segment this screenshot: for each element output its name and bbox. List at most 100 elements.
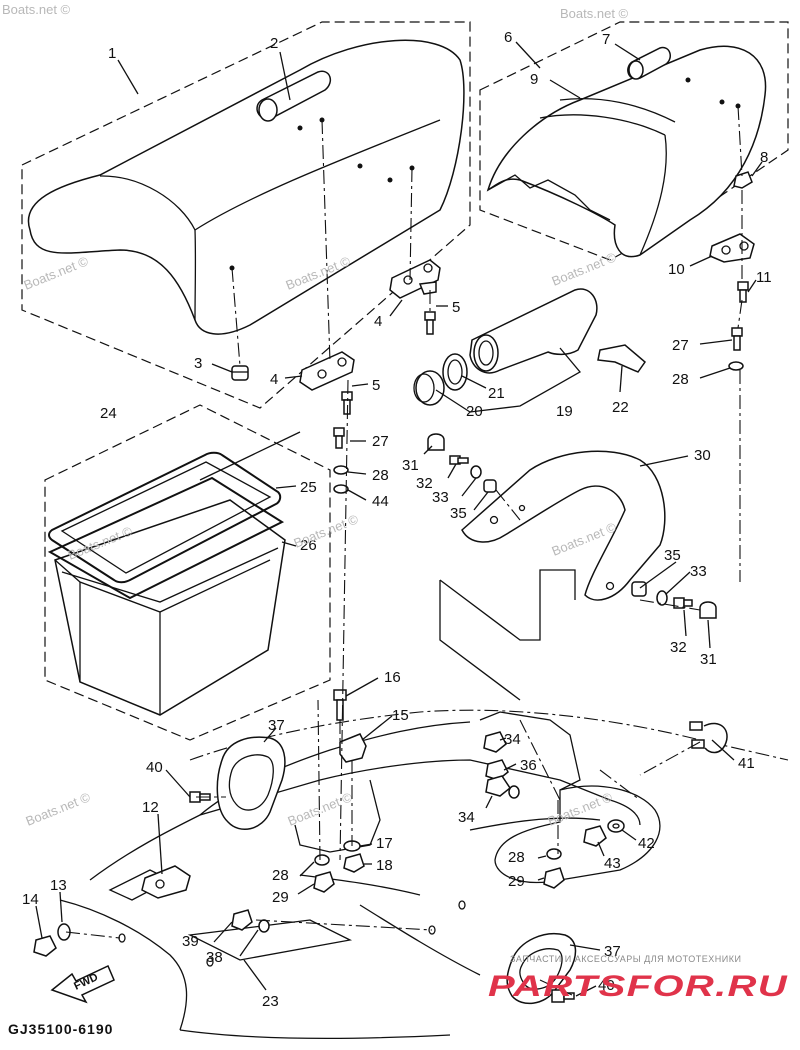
callout-23: 23	[262, 993, 279, 1010]
nut-43	[583, 825, 607, 847]
nut-8	[733, 171, 753, 189]
callout-28-left: 28	[372, 467, 389, 484]
handle-37-right	[506, 933, 577, 1005]
callout-15: 15	[392, 707, 409, 724]
callout-27-left: 27	[372, 433, 389, 450]
callout-28-right: 28	[672, 371, 689, 388]
callout-10: 10	[668, 261, 685, 278]
callout-39: 39	[182, 933, 199, 950]
collar-35-upper	[483, 479, 497, 493]
callout-40-right: 40	[598, 977, 615, 994]
watermark-3: Boats.net ©	[22, 253, 91, 293]
leader-lines	[35, 41, 763, 997]
callout-4-upper: 4	[374, 313, 382, 330]
stud-27-right	[731, 327, 743, 351]
watermark-5: Boats.net ©	[550, 249, 619, 289]
callout-33-upper: 33	[432, 489, 449, 506]
fwd-arrow: FWD	[50, 964, 115, 1004]
bracket-15	[339, 733, 367, 763]
callout-37-left: 37	[268, 717, 285, 734]
callout-28-lower-a: 28	[272, 867, 289, 884]
callout-31-lower: 31	[700, 651, 717, 668]
callout-34-upper: 34	[504, 731, 521, 748]
callout-34-lower: 34	[458, 809, 475, 826]
frame-26-rim	[47, 476, 285, 600]
washer-33-upper	[470, 465, 482, 479]
bolt-32-lower	[673, 597, 693, 609]
callout-36: 36	[520, 757, 537, 774]
callout-11: 11	[756, 269, 772, 286]
bracket-4-upper	[389, 259, 441, 299]
bolt-11	[737, 281, 749, 303]
fitting-34-lower	[485, 775, 520, 799]
callout-29-lower-b: 29	[508, 873, 525, 890]
callout-44: 44	[372, 493, 389, 510]
callout-13: 13	[50, 877, 67, 894]
washer-38	[258, 919, 270, 933]
callout-40-left: 40	[146, 759, 163, 776]
callout-5-lower: 5	[372, 377, 380, 394]
callout-35-upper: 35	[450, 505, 467, 522]
washer-33-lower	[656, 590, 668, 606]
drawing-code: GJ35100-6190	[8, 1021, 113, 1037]
callout-29-lower-a: 29	[272, 889, 289, 906]
seat-front	[27, 39, 465, 335]
washer-28-right	[728, 361, 744, 371]
u-bolt-41	[689, 721, 728, 754]
callout-12: 12	[142, 799, 159, 816]
callout-31-upper: 31	[402, 457, 419, 474]
stud-27-left	[333, 427, 345, 449]
bracket-4-lower	[299, 351, 355, 391]
callout-43: 43	[604, 855, 621, 872]
bolt-5-upper	[424, 311, 436, 335]
callout-16: 16	[384, 669, 401, 686]
group-box-storage-24	[44, 404, 331, 741]
assembly-centerlines	[65, 105, 743, 996]
brand-name: PARTSFOR.RU	[488, 970, 788, 1003]
bolt-16	[333, 689, 347, 721]
callout-21: 21	[488, 385, 505, 402]
callout-22: 22	[612, 399, 629, 416]
nut-39	[231, 909, 253, 931]
callout-42: 42	[638, 835, 655, 852]
callout-26: 26	[300, 537, 317, 554]
callout-27-right: 27	[672, 337, 689, 354]
watermark-10: Boats.net ©	[286, 789, 355, 829]
callout-33-lower: 33	[690, 563, 707, 580]
callout-20: 20	[466, 403, 483, 420]
watermark-11: Boats.net ©	[546, 789, 615, 829]
callout-1: 1	[108, 45, 116, 62]
washer-28-lower-b	[546, 848, 562, 860]
callout-17: 17	[376, 835, 393, 852]
callout-32-lower: 32	[670, 639, 687, 656]
callout-35-lower: 35	[664, 547, 681, 564]
cap-20	[413, 370, 445, 406]
callout-41: 41	[738, 755, 755, 772]
seat-strap-2	[256, 70, 332, 122]
seat-rear	[486, 45, 767, 258]
deck-hull-23	[59, 569, 789, 1039]
callout-2: 2	[270, 35, 278, 52]
nut-14	[33, 935, 57, 957]
nut-18	[343, 853, 365, 873]
collar-35-lower	[631, 581, 647, 597]
clip-22	[597, 344, 647, 373]
callout-19: 19	[556, 403, 573, 420]
washer-28-lower-a	[314, 854, 330, 866]
bracket-10	[709, 233, 755, 263]
handle-37-left	[216, 736, 286, 831]
watermark-7: Boats.net ©	[292, 511, 361, 551]
washer-42	[607, 819, 625, 833]
nut-29-lower-b	[543, 867, 565, 889]
armrest-19	[469, 288, 598, 374]
washer-44	[333, 484, 349, 494]
ring-21	[442, 353, 468, 391]
brand-logo: ЗАПЧАСТИ И АКСЕССУАРЫ ДЛЯ МОТОТЕХНИКИ PA…	[488, 954, 788, 1003]
nut-36	[485, 759, 509, 781]
callout-9: 9	[530, 71, 538, 88]
callout-38: 38	[206, 949, 223, 966]
cap-31-lower	[699, 601, 717, 619]
callout-14: 14	[22, 891, 39, 908]
